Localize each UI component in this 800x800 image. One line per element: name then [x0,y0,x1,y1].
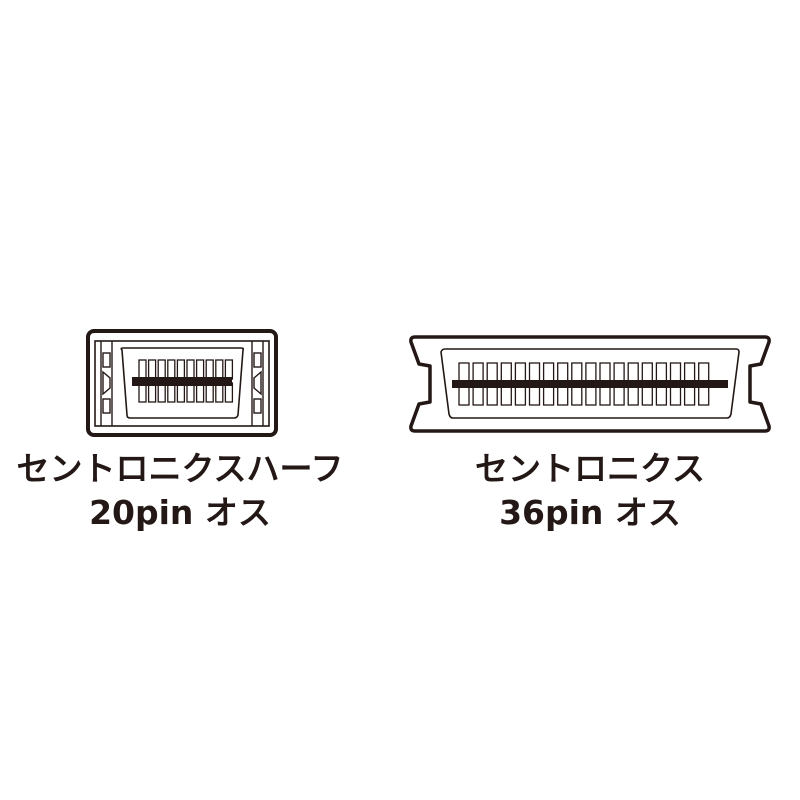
half-pitch-connector-icon [86,329,278,437]
contact-bar [452,380,728,388]
contact-bar [132,377,232,386]
pin-contact [167,359,176,380]
connector-type-label: セントロニクスハーフ [16,449,344,488]
connector-label-right: セントロニクス 36pin オス [420,447,760,535]
pin-count-label: 20pin オス [89,493,271,532]
pin-contact [157,359,166,380]
pin-contact [138,359,147,380]
centronics-36pin-connector-diagram [405,334,775,434]
pin-contact [147,359,157,380]
pin-array [132,359,234,403]
pin-contact [176,359,186,380]
pin-contact [205,359,214,380]
pin-contact [195,359,205,380]
pin-contact [186,359,195,380]
pin-contact [215,359,224,380]
pin-array [452,362,728,406]
centronics-half-20pin-connector-diagram [85,328,279,438]
centronics-connector-icon [409,335,771,433]
pin-count-label: 36pin オス [499,493,681,532]
pin-contact [224,359,234,380]
connector-type-label: セントロニクス [474,449,705,488]
connector-label-left: セントロニクスハーフ 20pin オス [10,447,350,535]
